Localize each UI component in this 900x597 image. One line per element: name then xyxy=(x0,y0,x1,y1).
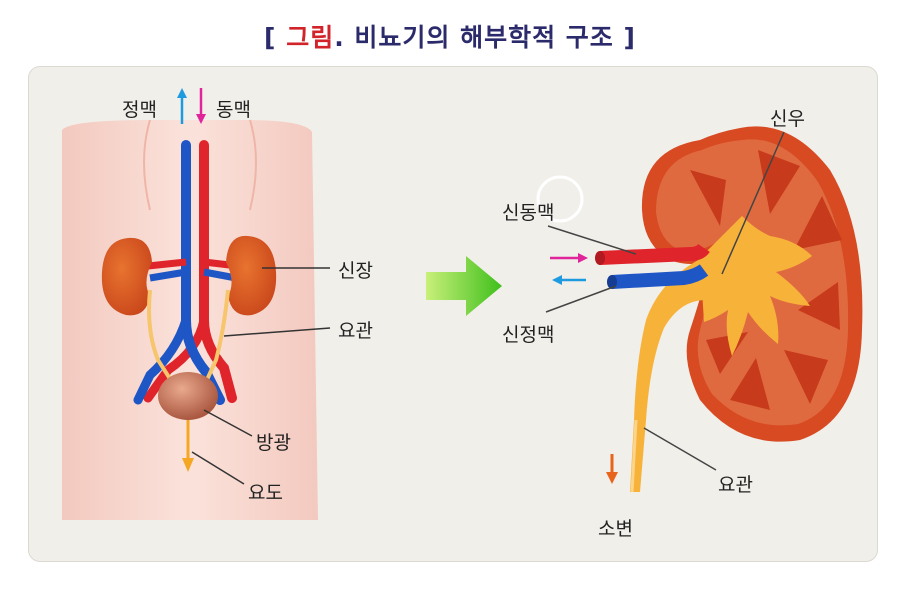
label-renal-artery: 신동맥 xyxy=(502,202,555,224)
right-ureter xyxy=(204,289,230,383)
leader-ureter-right xyxy=(643,427,717,471)
label-ureter-left: 요관 xyxy=(338,320,373,342)
label-urethra: 요도 xyxy=(248,482,283,504)
leader-renal-artery xyxy=(547,225,637,255)
bladder-shape xyxy=(158,372,218,420)
label-kidney: 신장 xyxy=(338,260,373,282)
right-kidney xyxy=(226,235,277,316)
aorta-and-vena-cava xyxy=(133,140,239,405)
label-vein: 정맥 xyxy=(122,99,157,121)
urine-arrow-head xyxy=(606,472,618,484)
renal-vein-flow-head xyxy=(552,275,562,285)
artery-arrow-head xyxy=(196,114,206,124)
title-accent: 그림 xyxy=(286,23,335,52)
label-renal-vein: 신정맥 xyxy=(502,324,555,346)
title-text: . 비뇨기의 해부학적 구조 xyxy=(334,23,614,52)
left-kidney xyxy=(101,237,152,316)
leader-renal-vein xyxy=(545,285,617,313)
vein-arrow-head xyxy=(177,88,187,98)
label-urine: 소변 xyxy=(598,518,633,540)
leader-ureter-left xyxy=(223,327,331,337)
leader-bladder xyxy=(203,409,253,437)
left-ureter xyxy=(147,289,174,384)
label-bladder: 방광 xyxy=(256,432,291,454)
leader-urethra xyxy=(191,451,245,485)
label-artery: 동맥 xyxy=(216,99,251,121)
transition-arrow xyxy=(426,256,502,316)
kidney-cross-section xyxy=(630,126,863,493)
label-ureter-right: 요관 xyxy=(718,474,753,496)
leader-renal-pelvis xyxy=(721,131,785,275)
urethra-arrow xyxy=(182,458,194,472)
label-renal-pelvis: 신우 xyxy=(770,108,805,130)
figure-title: [ 그림. 비뇨기의 해부학적 구조 ] xyxy=(264,23,636,52)
decorative-circle xyxy=(536,175,584,223)
renal-artery-flow-head xyxy=(578,253,588,263)
renal-vessels xyxy=(595,243,710,289)
